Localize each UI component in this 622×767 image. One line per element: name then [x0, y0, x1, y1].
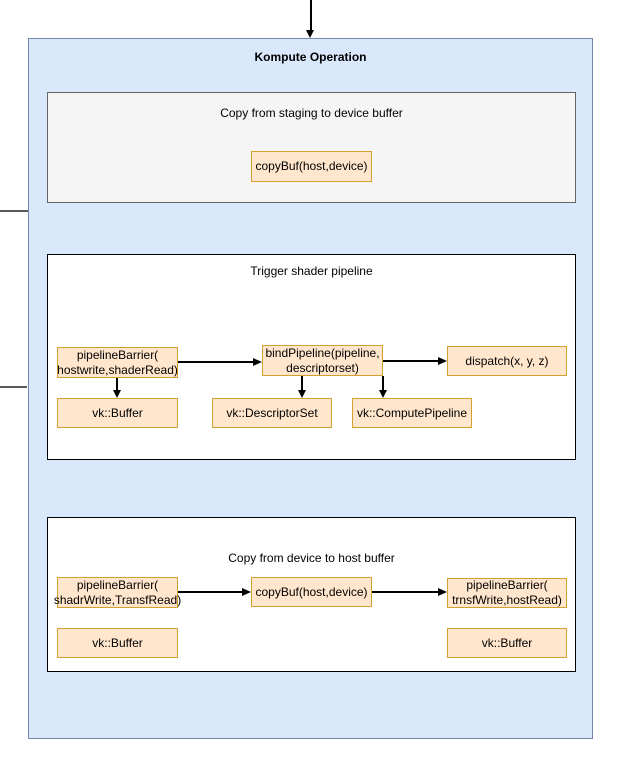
node-label: hostwrite,shaderRead) — [57, 362, 178, 377]
arrowhead-right-icon — [242, 587, 251, 596]
node-label: dispatch(x, y, z) — [465, 353, 549, 368]
node-dispatch: dispatch(x, y, z) — [447, 346, 567, 376]
edge-bindpipeline-to-dispatch — [383, 360, 438, 362]
edge-barrier-to-copybuf — [178, 591, 243, 593]
edge-cropped-left-top — [0, 210, 28, 212]
node-copybuf-device-to-host: copyBuf(host,device) — [251, 577, 372, 607]
node-pipeline-barrier-shaderwrite: pipelineBarrier( shadrWrite,TransfRead) — [53, 577, 182, 608]
edge-barrier-to-bindpipeline — [178, 361, 254, 363]
edge-cropped-left-bottom — [0, 386, 27, 388]
node-label: pipelineBarrier( — [76, 577, 159, 592]
node-vk-buffer: vk::Buffer — [57, 398, 178, 428]
edge-bindpipeline-to-vkdescriptorset — [301, 376, 303, 391]
node-label: vk::Buffer — [481, 635, 533, 650]
node-label: trnsfWrite,hostRead) — [452, 593, 562, 607]
node-label: copyBuf(host,device) — [255, 159, 368, 174]
edge-bindpipeline-to-vkcomputepipeline — [382, 376, 384, 391]
node-vk-buffer-right: vk::Buffer — [447, 628, 567, 658]
node-label: bindPipeline(pipeline, — [265, 345, 380, 360]
node-label: vk::Buffer — [92, 405, 143, 420]
arrowhead-down-icon — [378, 390, 387, 398]
node-bind-pipeline: bindPipeline(pipeline, descriptorset) — [262, 345, 383, 376]
node-vk-buffer-left: vk::Buffer — [57, 628, 178, 658]
node-copybuf-staging: copyBuf(host,device) — [251, 151, 372, 182]
section-title: Copy from device to host buffer — [228, 551, 395, 565]
node-label: vk::ComputePipeline — [356, 405, 468, 420]
arrowhead-down-icon — [306, 30, 314, 38]
arrowhead-down-icon — [297, 390, 306, 398]
container-title: Kompute Operation — [254, 50, 367, 64]
edge-into-container — [310, 0, 312, 30]
section-title: Copy from staging to device buffer — [220, 106, 403, 120]
node-label: pipelineBarrier( — [76, 347, 159, 362]
arrowhead-down-icon — [112, 390, 121, 398]
section-copy-staging-to-device: Copy from staging to device buffer — [47, 92, 576, 203]
section-title: Trigger shader pipeline — [250, 264, 373, 278]
node-label: shadrWrite,TransfRead) — [53, 592, 182, 607]
node-label: pipelineBarrier( — [466, 578, 548, 593]
edge-copybuf-to-barrier — [372, 591, 438, 593]
node-label: vk::Buffer — [92, 635, 143, 650]
node-label: descriptorset) — [286, 360, 359, 375]
node-label: copyBuf(host,device) — [255, 584, 368, 599]
node-vk-compute-pipeline: vk::ComputePipeline — [352, 398, 472, 428]
arrowhead-right-icon — [438, 356, 447, 365]
node-pipeline-barrier-hostwrite: pipelineBarrier( hostwrite,shaderRead) — [57, 347, 178, 378]
edge-barrier-to-vkbuffer — [116, 378, 118, 391]
node-pipeline-barrier-transferwrite: pipelineBarrier( trnsfWrite,hostRead) — [447, 578, 567, 608]
node-label: vk::DescriptorSet — [226, 405, 318, 420]
node-vk-descriptor-set: vk::DescriptorSet — [212, 398, 332, 428]
arrowhead-right-icon — [438, 587, 447, 596]
arrowhead-right-icon — [253, 357, 262, 366]
